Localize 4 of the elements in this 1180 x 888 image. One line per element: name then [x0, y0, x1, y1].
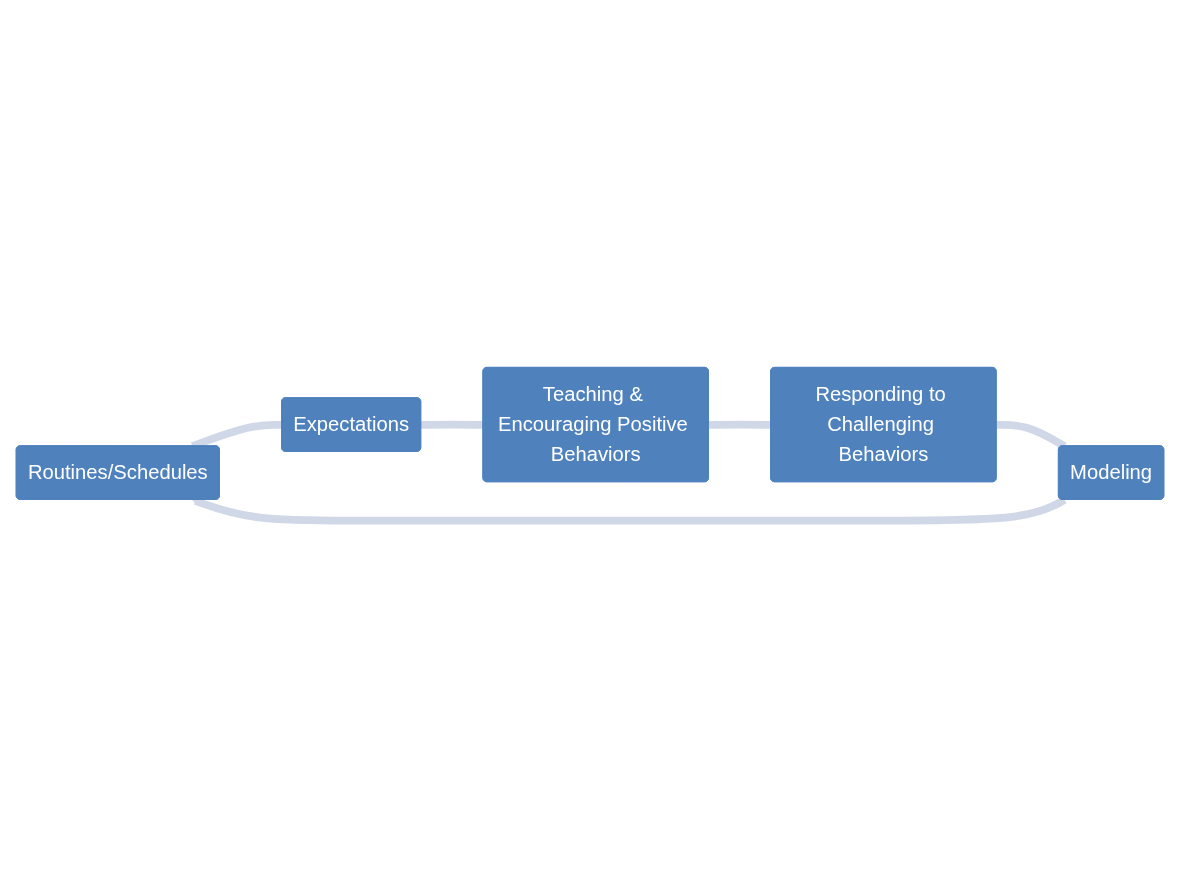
connector	[708, 420, 772, 429]
arrow	[192, 496, 1067, 525]
connector	[421, 420, 484, 429]
connector	[996, 421, 1067, 450]
